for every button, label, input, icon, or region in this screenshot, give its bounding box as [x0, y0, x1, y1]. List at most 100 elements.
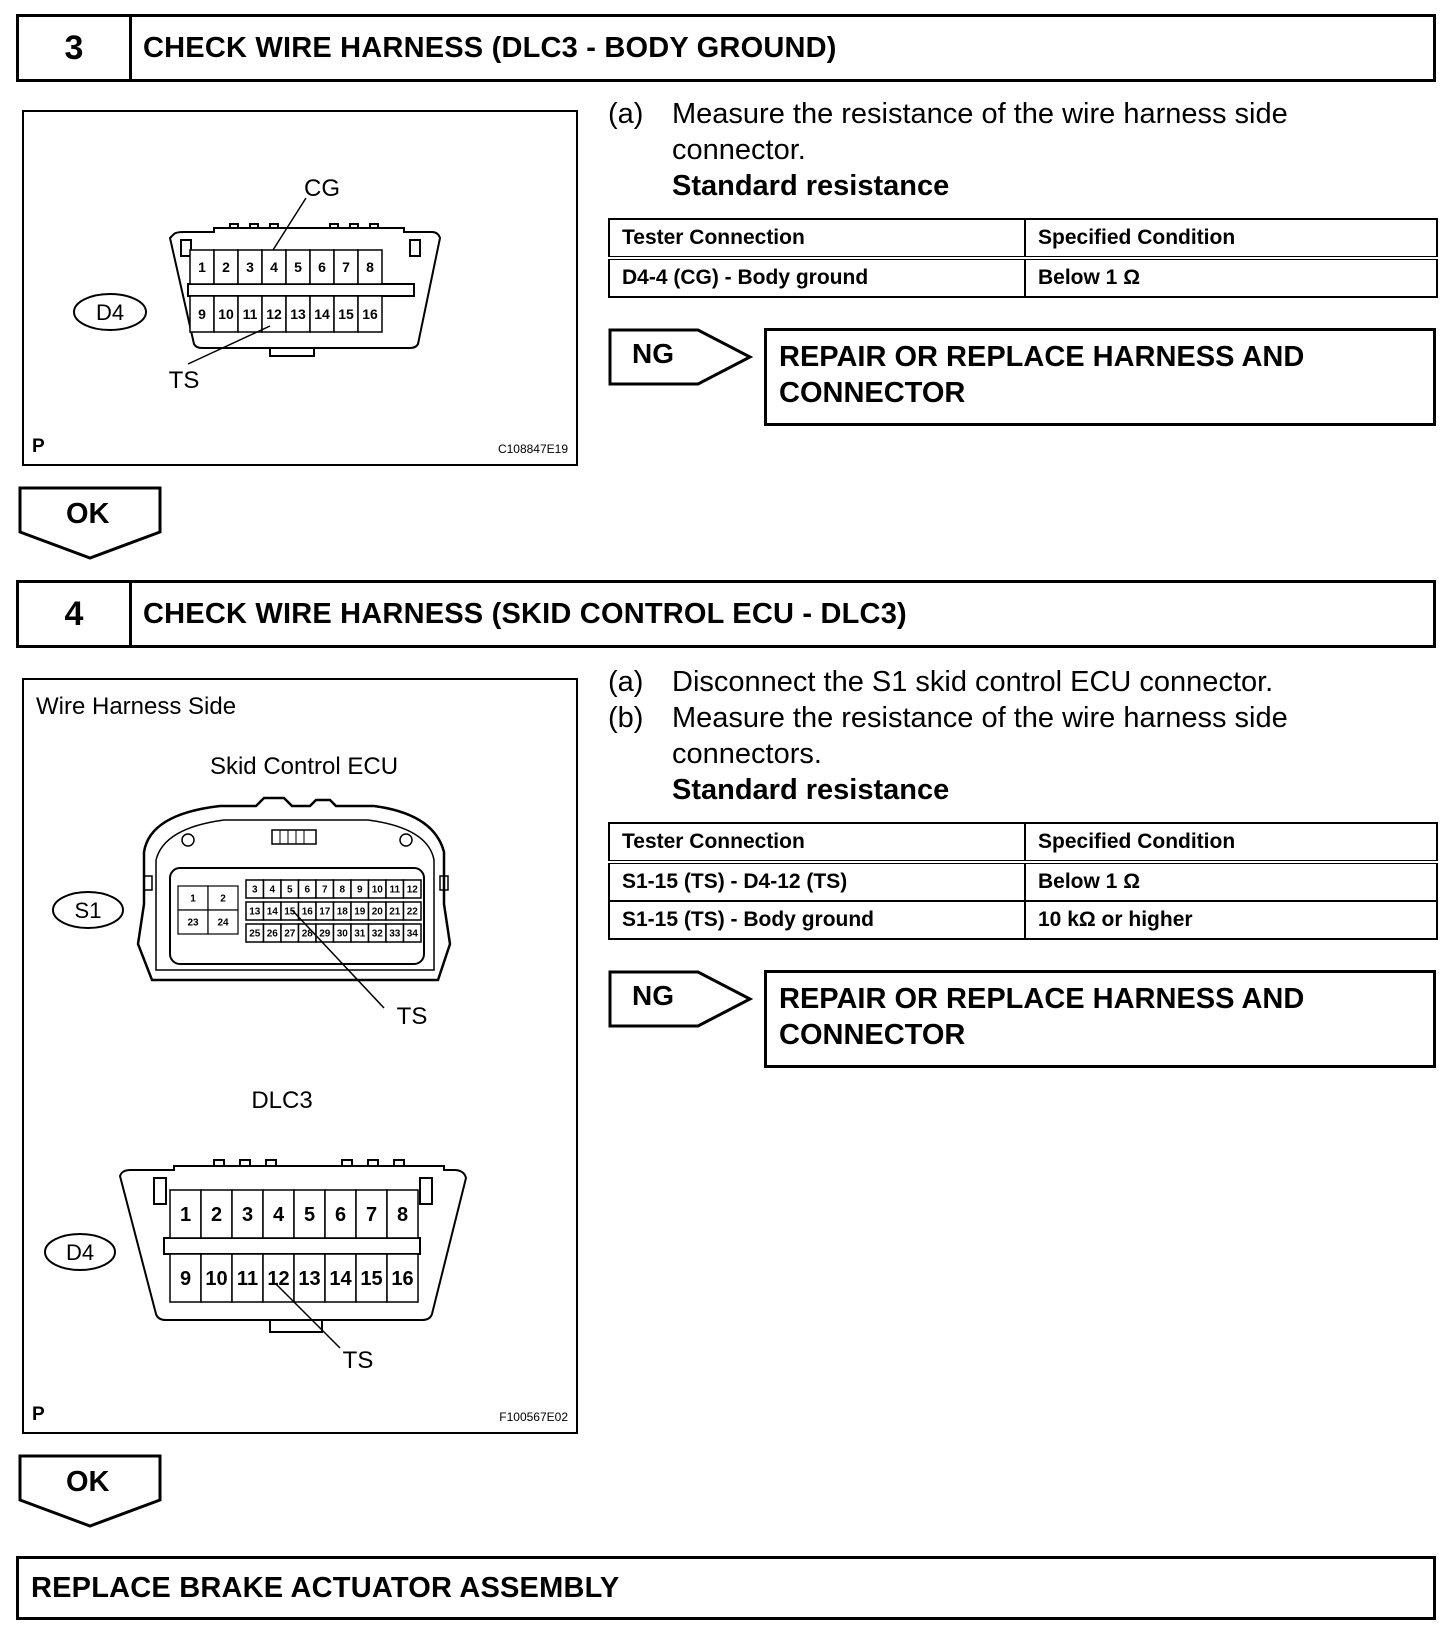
step-3-header: 3 CHECK WIRE HARNESS (DLC3 - BODY GROUND…: [16, 14, 1436, 82]
ng-result-box: REPAIR OR REPLACE HARNESS AND CONNECTOR: [764, 328, 1436, 426]
dlc-ts-leader-line: [275, 1283, 341, 1349]
ng-result-box: REPAIR OR REPLACE HARNESS AND CONNECTOR: [764, 970, 1436, 1068]
ecu-connector-label-oval: [52, 891, 124, 929]
pin-number: 16: [391, 1268, 413, 1290]
pin-number: 2: [222, 259, 230, 275]
instruction-label: (a): [608, 98, 644, 130]
ng-label: NG: [632, 980, 674, 1011]
pin-number: 21: [389, 907, 401, 918]
pin-cell: [357, 249, 383, 285]
pin-number: 16: [302, 907, 314, 918]
pin-number: 3: [246, 259, 254, 275]
pin-number: 33: [389, 929, 401, 940]
pin-cell: [402, 923, 422, 943]
pin-number: 7: [322, 885, 328, 896]
step-4-instruction-b: (b) Measure the resistance of the wire h…: [608, 700, 1368, 772]
pin-number: 5: [287, 885, 293, 896]
pin-number: 8: [397, 1204, 408, 1226]
standard-resistance-label: Standard resistance: [672, 774, 950, 806]
pin-cell: [324, 1253, 357, 1303]
pin-number: 28: [302, 929, 314, 940]
pin-number: 15: [284, 907, 296, 918]
pin-cell: [231, 1189, 264, 1239]
final-action-title: REPLACE BRAKE ACTUATOR ASSEMBLY: [31, 1571, 620, 1604]
pin-cell: [386, 1253, 419, 1303]
table-row: D4-4 (CG) - Body ground Below 1 Ω: [608, 257, 1438, 298]
pin-cell: [169, 1253, 202, 1303]
pin-number: 14: [329, 1268, 352, 1290]
ts-leader-line: [187, 325, 271, 365]
ng-label: NG: [632, 338, 674, 369]
pin-number: 13: [249, 907, 261, 918]
pin-number: 12: [267, 1268, 289, 1290]
cg-leader-line: [272, 197, 307, 251]
pin-number: 4: [270, 259, 278, 275]
pin-cell: [213, 249, 239, 285]
pin-number: 3: [252, 885, 258, 896]
pin-number: 30: [337, 929, 349, 940]
instruction-text: Measure the resistance of the wire harne…: [672, 98, 1288, 166]
table-row: S1-15 (TS) - Body ground 10 kΩ or higher: [608, 900, 1438, 940]
pin-number: 4: [273, 1204, 285, 1226]
pin-cell: [262, 1189, 295, 1239]
ecu-ts-callout: TS: [397, 1003, 428, 1030]
pin-number: 12: [407, 885, 419, 896]
pin-cell: [402, 879, 422, 899]
ng-arrow: [608, 328, 754, 386]
figure-corner-mark: P: [32, 436, 45, 457]
pin-number: 29: [319, 929, 331, 940]
pin-number: 6: [335, 1204, 346, 1226]
ecu-ts-leader-line: [291, 909, 385, 1009]
pin-number: 20: [372, 907, 384, 918]
pin-cell: [293, 1189, 326, 1239]
pin-number: 2: [220, 894, 226, 905]
pin-cell: [261, 249, 287, 285]
pin-number: 1: [190, 894, 196, 905]
table-cell: Below 1 Ω: [1024, 257, 1438, 298]
step-title: CHECK WIRE HARNESS (DLC3 - BODY GROUND): [143, 31, 837, 64]
pin-number: 9: [357, 885, 363, 896]
pin-number: 2: [211, 1204, 222, 1226]
pin-number: 5: [294, 259, 302, 275]
pin-cell: [207, 885, 239, 911]
pin-number: 11: [389, 885, 400, 896]
dlc-connector-label-oval: [44, 1233, 116, 1271]
pin-cell: [169, 1189, 202, 1239]
pin-number: 26: [267, 929, 279, 940]
pin-number: 6: [304, 885, 310, 896]
pin-cell: [402, 901, 422, 921]
pin-number: 16: [362, 306, 378, 322]
cg-callout: CG: [304, 175, 340, 202]
pin-number: 24: [217, 918, 229, 929]
pin-number: 10: [205, 1268, 227, 1290]
table-cell: S1-15 (TS) - D4-12 (TS): [608, 861, 1026, 902]
standard-resistance-label: Standard resistance: [672, 170, 950, 202]
ecu-connector-label: S1: [75, 898, 102, 923]
instruction-label: (a): [608, 666, 644, 698]
instruction-label: (b): [608, 702, 644, 734]
dlc-connector-label: D4: [66, 1240, 94, 1265]
ng-arrow: [608, 970, 754, 1028]
instruction-text: Disconnect the S1 skid control ECU conne…: [672, 666, 1274, 698]
pin-number: 1: [180, 1204, 191, 1226]
pin-cell: [262, 1253, 295, 1303]
pin-number: 32: [372, 929, 384, 940]
pin-cell: [231, 1253, 264, 1303]
ecu-label: Skid Control ECU: [210, 753, 398, 780]
pin-number: 4: [269, 885, 275, 896]
pin-number: 3: [242, 1204, 253, 1226]
pin-number: 10: [218, 306, 234, 322]
step-3-instruction-a: (a) Measure the resistance of the wire h…: [608, 96, 1368, 168]
step-4-header: 4 CHECK WIRE HARNESS (SKID CONTROL ECU -…: [16, 580, 1436, 648]
table-cell: D4-4 (CG) - Body ground: [608, 257, 1026, 298]
